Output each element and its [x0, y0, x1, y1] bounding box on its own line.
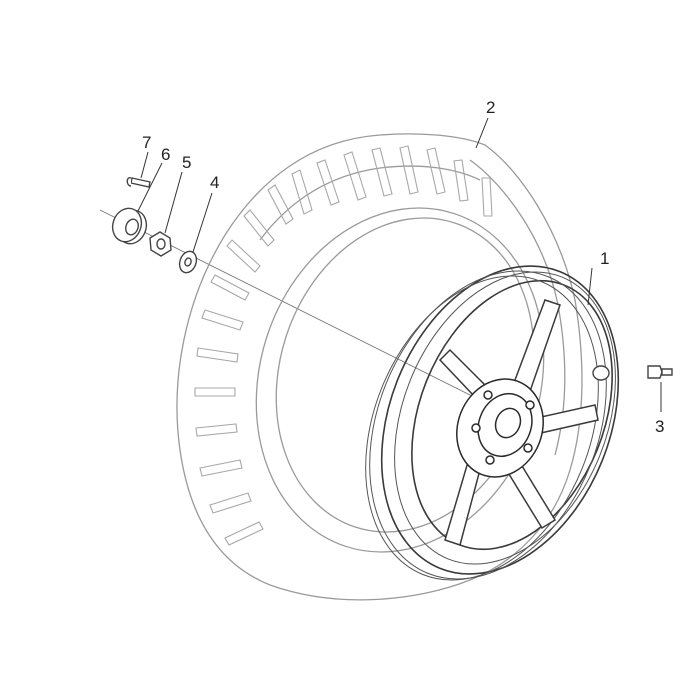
valve-part-3	[647, 365, 673, 379]
leader-5	[164, 171, 183, 234]
leader-7	[140, 151, 149, 179]
callout-5: 5	[182, 153, 191, 172]
callout-2: 2	[486, 98, 495, 117]
callout-4: 4	[210, 173, 219, 192]
leader-2	[475, 117, 489, 149]
callout-1: 1	[600, 249, 609, 268]
callout-6: 6	[161, 145, 170, 164]
rim-hub	[456, 378, 544, 478]
tire-tread-pattern	[194, 145, 493, 546]
wheel-rim-part-1	[365, 265, 620, 581]
leader-4	[192, 192, 213, 253]
split-pin-part-7	[126, 177, 151, 188]
washer-part-4	[178, 250, 198, 274]
callout-3: 3	[655, 417, 664, 436]
leader-6	[137, 162, 163, 212]
leader-1	[587, 267, 593, 306]
callout-7: 7	[142, 133, 151, 152]
nut-part-5	[149, 231, 172, 257]
valve-boss	[592, 365, 610, 381]
gear-part-6	[111, 207, 148, 245]
